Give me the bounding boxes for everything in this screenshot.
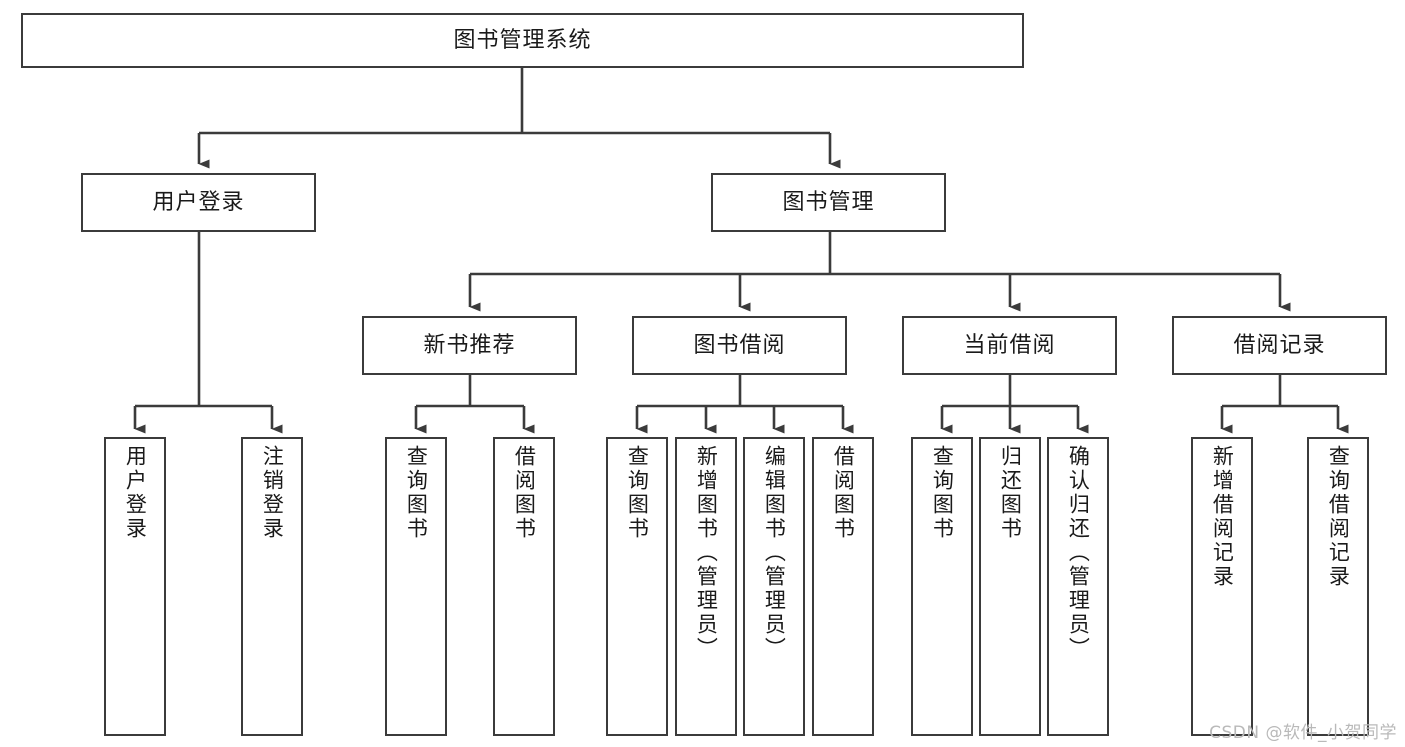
leaf-return-book-label: 归还图书 [998, 445, 1023, 541]
leaf-query-book-current-label: 查询图书 [930, 445, 955, 541]
leaf-query-borrow-record[interactable]: 查询借阅记录 [1307, 437, 1369, 736]
leaf-add-book[interactable]: 新增图书（管理员） [675, 437, 737, 736]
node-root[interactable]: 图书管理系统 [21, 13, 1024, 68]
node-book-manage[interactable]: 图书管理 [711, 173, 946, 232]
leaf-user-logout[interactable]: 注销登录 [241, 437, 303, 736]
leaf-return-book[interactable]: 归还图书 [979, 437, 1041, 736]
node-current-borrow-label: 当前借阅 [963, 332, 1056, 358]
leaf-add-book-label: 新增图书（管理员） [694, 445, 719, 661]
leaf-query-book-current[interactable]: 查询图书 [911, 437, 973, 736]
node-borrow-record-label: 借阅记录 [1233, 332, 1326, 358]
node-user-login-label: 用户登录 [152, 189, 245, 215]
leaf-borrow-book-rec[interactable]: 借阅图书 [493, 437, 555, 736]
node-book-borrow-label: 图书借阅 [693, 332, 786, 358]
csdn-watermark: CSDN @软件_小贺同学 [1209, 723, 1397, 743]
node-borrow-record[interactable]: 借阅记录 [1172, 316, 1387, 375]
leaf-edit-book[interactable]: 编辑图书（管理员） [743, 437, 805, 736]
leaf-user-login-label: 用户登录 [123, 445, 148, 541]
leaf-borrow-book-rec-label: 借阅图书 [512, 445, 537, 541]
node-new-book-rec[interactable]: 新书推荐 [362, 316, 577, 375]
node-current-borrow[interactable]: 当前借阅 [902, 316, 1117, 375]
leaf-query-book-rec[interactable]: 查询图书 [385, 437, 447, 736]
leaf-query-book-borrow[interactable]: 查询图书 [606, 437, 668, 736]
leaf-user-login[interactable]: 用户登录 [104, 437, 166, 736]
leaf-borrow-book-borrow[interactable]: 借阅图书 [812, 437, 874, 736]
leaf-confirm-return-label: 确认归还（管理员） [1066, 445, 1091, 661]
leaf-borrow-book-borrow-label: 借阅图书 [831, 445, 856, 541]
leaf-confirm-return[interactable]: 确认归还（管理员） [1047, 437, 1109, 736]
node-new-book-rec-label: 新书推荐 [423, 332, 516, 358]
leaf-query-book-rec-label: 查询图书 [404, 445, 429, 541]
leaf-add-borrow-record-label: 新增借阅记录 [1210, 445, 1235, 589]
node-book-manage-label: 图书管理 [782, 189, 875, 215]
leaf-query-borrow-record-label: 查询借阅记录 [1326, 445, 1351, 589]
node-user-login[interactable]: 用户登录 [81, 173, 316, 232]
node-root-label: 图书管理系统 [453, 27, 592, 53]
leaf-query-book-borrow-label: 查询图书 [625, 445, 650, 541]
leaf-edit-book-label: 编辑图书（管理员） [762, 445, 787, 661]
leaf-user-logout-label: 注销登录 [260, 445, 285, 541]
leaf-add-borrow-record[interactable]: 新增借阅记录 [1191, 437, 1253, 736]
node-book-borrow[interactable]: 图书借阅 [632, 316, 847, 375]
